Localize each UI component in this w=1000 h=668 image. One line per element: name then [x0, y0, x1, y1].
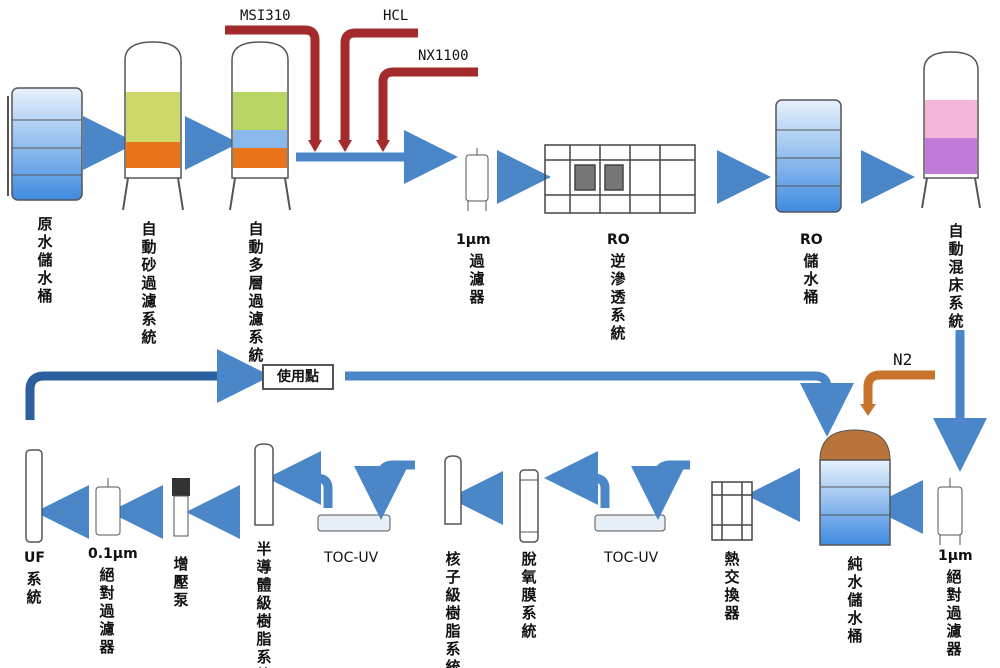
multi-filter-label: 自動多層過濾系統	[248, 220, 264, 364]
degas-membrane-column	[519, 469, 539, 543]
mixed-bed-label: 自動混床系統	[948, 222, 964, 330]
return-pipe-to-use-point	[25, 349, 271, 420]
n2-label: N2	[893, 350, 913, 369]
abs-filter-label: 絕對過濾器	[946, 568, 962, 658]
toc-uv-2-label: TOC-UV	[324, 550, 379, 566]
ro-system-code: RO	[607, 232, 630, 248]
abs-filter-1um	[937, 478, 963, 545]
raw-tank-label: 原水儲水桶	[37, 215, 53, 305]
n2-pipe	[863, 370, 935, 405]
raw-water-tank	[7, 87, 83, 201]
toc-uv-unit-2	[267, 451, 415, 532]
mixed-bed-vessel	[921, 51, 981, 209]
sand-filter-vessel	[122, 41, 184, 211]
uf-label: 系統	[26, 570, 42, 606]
nuclear-resin-label: 核子級樹脂系統	[445, 550, 461, 668]
degas-label: 脫氧膜系統	[521, 550, 537, 640]
abs-filter-01um	[95, 478, 121, 536]
use-point-to-tank-pipe	[345, 371, 854, 437]
ro-system-label: 逆滲透系統	[610, 252, 626, 342]
ro-tank-code: RO	[800, 232, 823, 248]
ro-storage-tank	[775, 99, 842, 213]
use-point-box: 使用點	[262, 364, 334, 390]
ro-skid-unit	[544, 144, 696, 214]
uf-membrane-column	[25, 449, 43, 543]
heat-exchanger-label: 熱交換器	[724, 550, 740, 622]
pump-label: 增壓泵	[173, 555, 189, 609]
abs-filter2-label: 絕對過濾器	[99, 566, 115, 656]
toc-uv-1-label: TOC-UV	[604, 550, 659, 566]
abs-filter2-size: 0.1μm	[88, 546, 138, 562]
multi-media-filter-vessel	[229, 41, 291, 211]
pure-water-tank	[819, 429, 891, 546]
booster-pump	[172, 478, 190, 537]
filter-1um-cartridge	[465, 148, 489, 211]
abs-filter-size: 1μm	[938, 548, 973, 564]
pure-tank-label: 純水儲水桶	[847, 555, 863, 645]
filter-1um-size: 1μm	[456, 232, 491, 248]
filter-1um-label: 過濾器	[469, 252, 485, 306]
uf-code: UF	[24, 550, 45, 566]
ro-tank-label: 儲水桶	[803, 252, 819, 306]
nx1100-label: NX1100	[418, 48, 469, 64]
chemical-dosing-pipes	[225, 25, 478, 140]
hcl-label: HCL	[383, 8, 409, 24]
msi310-label: MSI310	[240, 8, 291, 24]
nuclear-resin-column	[444, 455, 462, 525]
semiconductor-resin-column	[254, 443, 274, 526]
sand-filter-label: 自動砂過濾系統	[141, 220, 157, 346]
toc-uv-unit-1	[544, 451, 690, 532]
heat-exchanger-unit	[711, 481, 753, 541]
semi-resin-label: 半導體級樹脂系統	[256, 540, 272, 668]
